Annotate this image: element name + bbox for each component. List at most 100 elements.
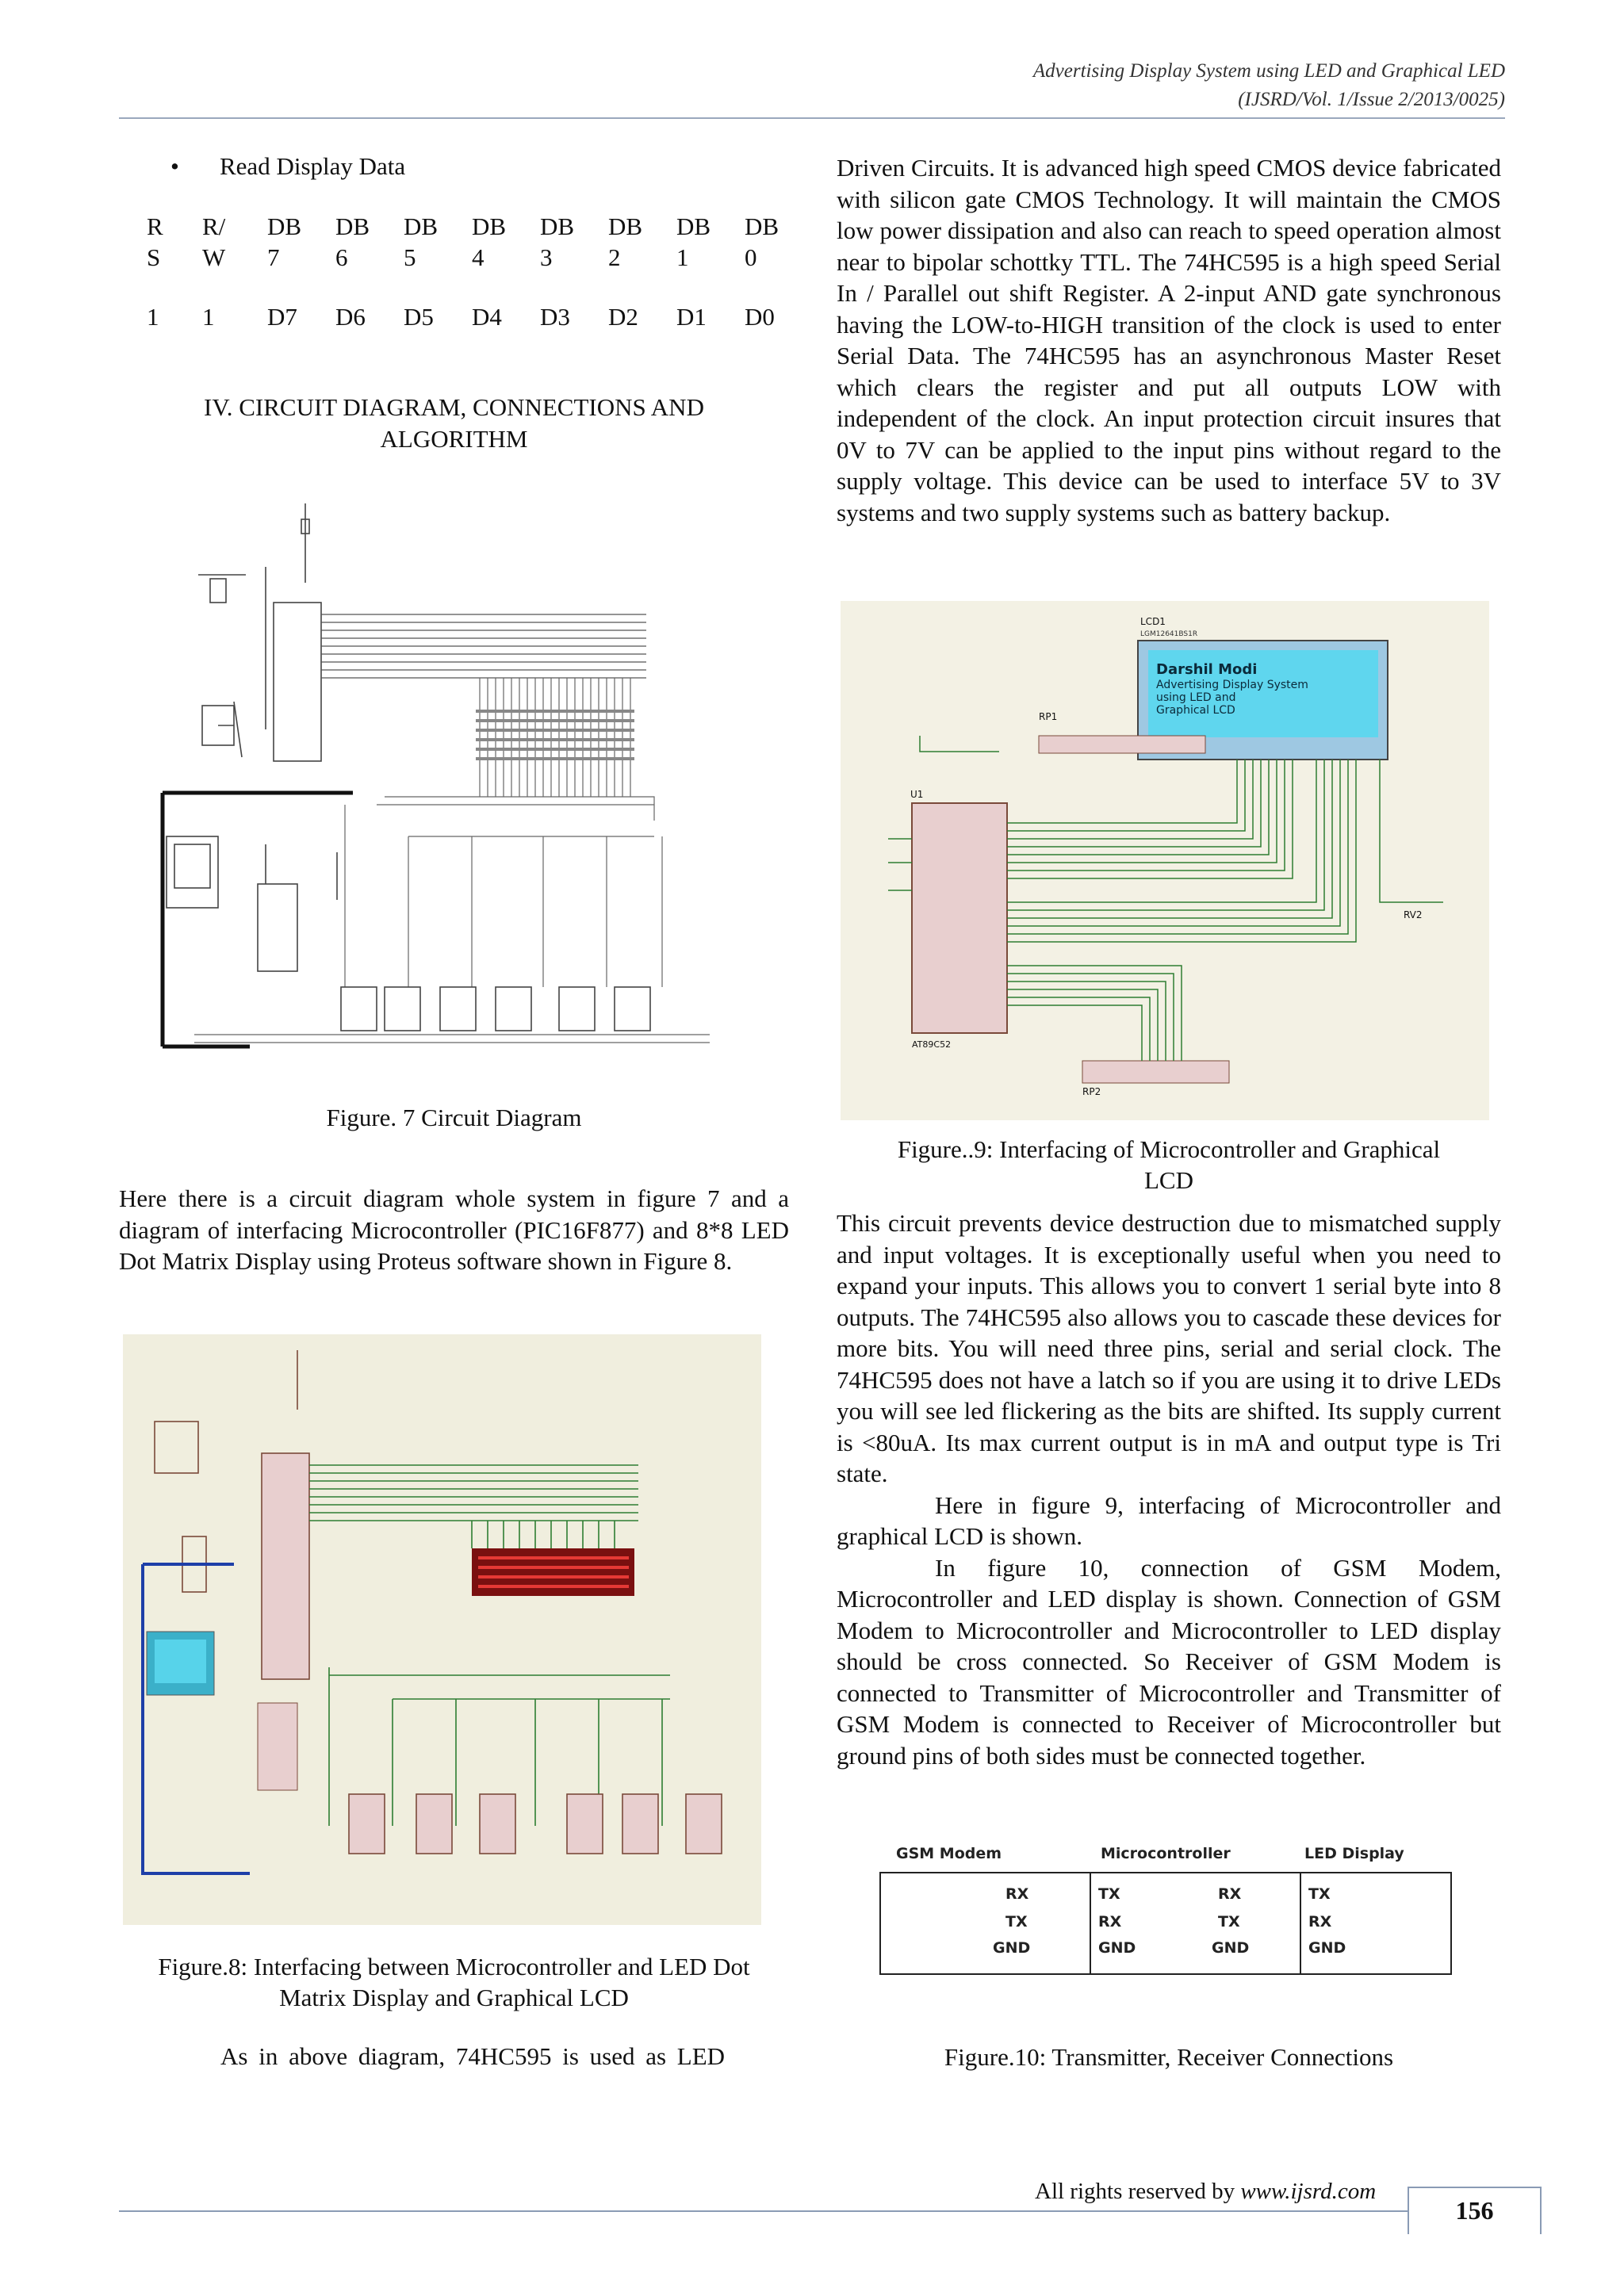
- footer-copyright: All rights reserved by www.ijsrd.com: [1035, 2179, 1376, 2205]
- lcd-screen: [1148, 650, 1378, 737]
- table-cell: 6: [335, 243, 348, 271]
- table-cell: 1: [147, 303, 159, 331]
- figure-8-proteus-screenshot: [123, 1334, 761, 1925]
- table-cell: S: [147, 243, 161, 271]
- table-cell: 2: [608, 243, 621, 271]
- paragraph-text: Driven Circuits. It is advanced high spe…: [837, 154, 1501, 526]
- section-heading: IV. CIRCUIT DIAGRAM, CONNECTIONS AND ALG…: [119, 392, 789, 455]
- figure-9-caption-line2: LCD: [1144, 1166, 1193, 1194]
- lcd-part-number: LGM12641BS1R: [1140, 630, 1197, 638]
- section-heading-line2: ALGORITHM: [380, 425, 528, 453]
- rv2-label: RV2: [1404, 909, 1423, 920]
- proteus-schematic: [141, 1350, 722, 1875]
- header-title: Advertising Display System using LED and…: [1032, 60, 1505, 82]
- paragraph-text: This circuit prevents device destruction…: [837, 1209, 1501, 1487]
- lcd-text-line4: Graphical LCD: [1156, 704, 1235, 717]
- table-cell: R: [147, 212, 163, 240]
- table-cell: 0: [745, 243, 757, 271]
- table-cell: D1: [676, 303, 707, 331]
- led-pin-rx: RX: [1308, 1913, 1332, 1931]
- table-header-row-2: S W 7 6 5 4 3 2 1 0: [147, 242, 813, 273]
- paragraph-text: In figure 10, connection of GSM Modem, M…: [837, 1553, 1501, 1770]
- table-cell: W: [202, 243, 226, 271]
- figure-9-lcd-interfacing: LCD1 LGM12641BS1R Darshil Modi Advertisi…: [841, 601, 1489, 1120]
- table-cell: D5: [404, 303, 434, 331]
- header-rule: [119, 117, 1505, 119]
- table-cell: 1: [676, 243, 689, 271]
- mcu-left-pin-tx: TX: [1098, 1885, 1120, 1903]
- bullet-dot: •: [170, 152, 179, 180]
- section-heading-line1: IV. CIRCUIT DIAGRAM, CONNECTIONS AND: [204, 393, 704, 421]
- page-number: 156: [1408, 2187, 1542, 2234]
- mcu-left-pin-rx: RX: [1098, 1913, 1122, 1931]
- footer-rule: [119, 2210, 1505, 2212]
- table-cell: 4: [472, 243, 485, 271]
- figure-7-circuit-diagram: [147, 488, 773, 1082]
- table-data-row: 1 1 D7 D6 D5 D4 D3 D2 D1 D0: [147, 301, 813, 332]
- figure-7-caption: Figure. 7 Circuit Diagram: [326, 1104, 582, 1131]
- running-header: Advertising Display System using LED and…: [1033, 57, 1505, 114]
- figure-10-caption: Figure.10: Transmitter, Receiver Connect…: [944, 2043, 1394, 2071]
- table-cell: D3: [540, 303, 570, 331]
- paragraph-text: Here in figure 9, interfacing of Microco…: [837, 1490, 1501, 1551]
- table-cell: DB: [267, 212, 302, 240]
- table-cell: 5: [404, 243, 416, 271]
- table-cell: R/: [202, 212, 226, 240]
- footer-site-link[interactable]: www.ijsrd.com: [1240, 2179, 1377, 2204]
- rp1-label: RP1: [1039, 711, 1057, 722]
- lcd-text-line3: using LED and: [1156, 691, 1235, 704]
- figure-9-caption: Figure..9: Interfacing of Microcontrolle…: [837, 1134, 1501, 1196]
- gsm-pin-gnd: GND: [993, 1939, 1030, 1957]
- header-issue: (IJSRD/Vol. 1/Issue 2/2013/0025): [1238, 89, 1505, 110]
- led-pin-gnd: GND: [1308, 1939, 1346, 1957]
- table-cell: DB: [608, 212, 643, 240]
- led-pin-tx: TX: [1308, 1885, 1331, 1903]
- figure-9-caption-line1: Figure..9: Interfacing of Microcontrolle…: [897, 1135, 1441, 1163]
- mcu-right-pin-gnd: GND: [1212, 1939, 1249, 1957]
- left-paragraph-2: As in above diagram, 74HC595 is used as …: [220, 2042, 726, 2070]
- table-cell: DB: [335, 212, 370, 240]
- table-cell: DB: [404, 212, 439, 240]
- table-cell: DB: [676, 212, 711, 240]
- gsm-modem-box: [879, 1872, 1091, 1975]
- resistor-pack-rp2: [1082, 1060, 1230, 1084]
- microcontroller-chip: [911, 802, 1008, 1034]
- gsm-pin-tx: TX: [1005, 1913, 1028, 1931]
- table-cell: 7: [267, 243, 280, 271]
- lcd-text-line2: Advertising Display System: [1156, 679, 1308, 691]
- mcu-right-pin-tx: TX: [1218, 1913, 1240, 1931]
- resistor-pack-rp1: [1038, 735, 1206, 754]
- table-cell: D6: [335, 303, 366, 331]
- gsm-pin-rx: RX: [1005, 1885, 1029, 1903]
- table-cell: DB: [745, 212, 779, 240]
- right-paragraph-2: This circuit prevents device destruction…: [837, 1207, 1501, 1771]
- table-cell: 1: [202, 303, 215, 331]
- led-display-title: LED Display: [1304, 1845, 1404, 1862]
- table-cell: D7: [267, 303, 297, 331]
- paragraph-text: Here there is a circuit diagram whole sy…: [119, 1184, 789, 1275]
- bullet-text: Read Display Data: [220, 152, 406, 180]
- table-cell: D2: [608, 303, 638, 331]
- left-paragraph-1: Here there is a circuit diagram whole sy…: [119, 1183, 789, 1277]
- right-paragraph-1: Driven Circuits. It is advanced high spe…: [837, 152, 1501, 528]
- lcd-label: LCD1: [1140, 616, 1166, 627]
- figure-8-caption: Figure.8: Interfacing between Microcontr…: [119, 1951, 789, 2013]
- chip-label: AT89C52: [912, 1039, 951, 1050]
- led-display-box: [1300, 1872, 1452, 1975]
- footer-text: All rights reserved by: [1035, 2179, 1241, 2204]
- lcd-text-line1: Darshil Modi: [1156, 661, 1257, 678]
- rp2-label: RP2: [1082, 1086, 1101, 1097]
- table-header-row-1: R R/ DB DB DB DB DB DB DB DB: [147, 211, 813, 242]
- u1-label: U1: [910, 789, 923, 800]
- table-cell: D0: [745, 303, 775, 331]
- table-cell: 3: [540, 243, 553, 271]
- table-cell: DB: [540, 212, 575, 240]
- microcontroller-title: Microcontroller: [1101, 1845, 1231, 1862]
- table-cell: DB: [472, 212, 507, 240]
- gsm-modem-title: GSM Modem: [896, 1845, 1002, 1862]
- microcontroller-box: [1090, 1872, 1301, 1975]
- table-cell: D4: [472, 303, 502, 331]
- mcu-left-pin-gnd: GND: [1098, 1939, 1136, 1957]
- circuit-schematic: [160, 503, 710, 1049]
- figure-8-caption-line2: Matrix Display and Graphical LCD: [279, 1984, 629, 2011]
